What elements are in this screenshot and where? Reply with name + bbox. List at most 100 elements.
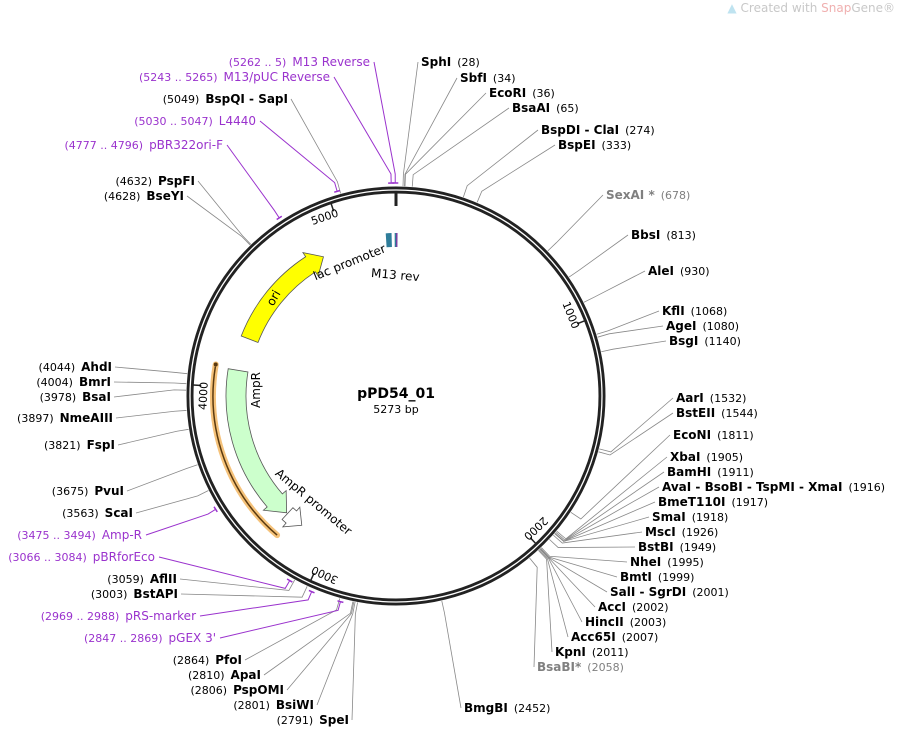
enzyme-site-label[interactable]: XbaI(1905)	[670, 450, 743, 464]
primer-binding-mark	[334, 190, 340, 192]
enzyme-site-label[interactable]: SbfI(34)	[460, 71, 516, 85]
enzyme-site-label[interactable]: MscI(1926)	[645, 525, 718, 539]
enzyme-position: (2806)	[190, 684, 227, 697]
ori-feature[interactable]	[241, 253, 323, 343]
enzyme-site-label[interactable]: (3821)FspI	[44, 438, 115, 452]
leader-line	[181, 586, 307, 597]
enzyme-site-label[interactable]: (4628)BseYI	[104, 189, 184, 203]
enzyme-site-label[interactable]: EcoRI(36)	[489, 86, 555, 100]
enzyme-position: (2002)	[632, 601, 669, 614]
enzyme-site-label[interactable]: AgeI(1080)	[666, 319, 739, 333]
enzyme-site-label[interactable]: AarI(1532)	[676, 391, 746, 405]
primer-leader-line	[220, 602, 340, 638]
enzyme-name: BstAPI	[133, 587, 178, 601]
enzyme-site-label[interactable]: NheI(1995)	[630, 555, 704, 569]
enzyme-site-label[interactable]: SexAI *(678)	[606, 188, 690, 202]
primer-label[interactable]: (5262 .. 5)M13 Reverse	[229, 55, 370, 69]
leader-line	[118, 429, 189, 445]
m13-rev-label: M13 rev	[371, 266, 421, 284]
plasmid-name: pPD54_01	[357, 386, 435, 402]
enzyme-site-label[interactable]: AvaI - BsoBI - TspMI - XmaI(1916)	[662, 480, 885, 494]
enzyme-site-label[interactable]: (3563)ScaI	[62, 506, 133, 520]
enzyme-site-label[interactable]: (3059)AflII	[107, 572, 177, 586]
primer-label[interactable]: (2969 .. 2988)pRS-marker	[41, 609, 196, 623]
primer-label[interactable]: (2847 .. 2869)pGEX 3'	[84, 631, 216, 645]
enzyme-position: (3003)	[91, 588, 128, 601]
enzyme-site-label[interactable]: HincII(2003)	[585, 615, 666, 629]
enzyme-site-label[interactable]: KpnI(2011)	[555, 645, 628, 659]
enzyme-site-label[interactable]: BspEI (333)	[558, 138, 631, 152]
enzyme-site-label[interactable]: (3675)PvuI	[52, 484, 124, 498]
enzyme-site-label[interactable]: BsgI(1140)	[669, 334, 741, 348]
enzyme-site-label[interactable]: AccI(2002)	[598, 600, 669, 614]
primer-name: M13 Reverse	[292, 55, 370, 69]
enzyme-site-label[interactable]: BspDI - ClaI(274)	[541, 123, 655, 137]
enzyme-site-label[interactable]: (2864)PfoI	[173, 653, 242, 667]
enzyme-site-label[interactable]: BmgBI(2452)	[464, 701, 550, 715]
primer-label[interactable]: (3475 .. 3494)Amp-R	[17, 528, 142, 542]
primer-label[interactable]: (3066 .. 3084) pBRforEco	[8, 550, 155, 564]
plasmid-size: 5273 bp	[373, 403, 418, 416]
primer-label[interactable]: (5030 .. 5047)L4440	[134, 114, 256, 128]
enzyme-site-label[interactable]: (2791)SpeI	[277, 713, 349, 727]
enzyme-position: (3978)	[40, 391, 77, 404]
enzyme-site-label[interactable]: KflI (1068)	[662, 304, 727, 318]
primer-label[interactable]: (4777 .. 4796)pBR322ori-F	[65, 138, 224, 152]
enzyme-name: BstBI	[638, 540, 674, 554]
leader-line	[352, 602, 358, 720]
leader-line	[553, 532, 642, 543]
enzyme-site-label[interactable]: BsaAI(65)	[512, 101, 579, 115]
enzyme-position: (2801)	[233, 699, 270, 712]
enzyme-site-label[interactable]: BstBI(1949)	[638, 540, 716, 554]
enzyme-site-label[interactable]: (2810)ApaI	[188, 668, 261, 682]
enzyme-site-label[interactable]: (4632)PspFI	[115, 174, 195, 188]
enzyme-site-label[interactable]: (3003) BstAPI	[91, 587, 178, 601]
enzyme-site-label[interactable]: SphI(28)	[421, 55, 480, 69]
leader-line	[115, 367, 187, 374]
enzyme-name: KflI	[662, 304, 685, 318]
enzyme-site-label[interactable]: (3897)NmeAIII	[17, 411, 113, 425]
enzyme-site-label[interactable]: (5049)BspQI - SapI	[163, 92, 288, 106]
primer-binding-mark	[287, 579, 292, 582]
enzyme-site-label[interactable]: BmtI(1999)	[620, 570, 694, 584]
enzyme-name: BspEI	[558, 138, 596, 152]
primer-name: L4440	[219, 114, 256, 128]
enzyme-site-label[interactable]: BbsI(813)	[631, 228, 696, 242]
enzyme-site-label[interactable]: BamHI(1911)	[667, 465, 754, 479]
enzyme-name: BsaAI	[512, 101, 550, 115]
enzyme-position: (1999)	[658, 571, 695, 584]
enzyme-site-label[interactable]: (2801) BsiWI	[233, 698, 314, 712]
enzyme-site-label[interactable]: BmeT110I(1917)	[658, 495, 768, 509]
primer-leader-line	[146, 509, 216, 535]
enzyme-name: BsiWI	[276, 698, 314, 712]
enzyme-site-label[interactable]: SmaI(1918)	[652, 510, 728, 524]
leader-line	[412, 108, 509, 187]
enzyme-site-label[interactable]: BsaBI*(2058)	[537, 660, 624, 674]
enzyme-position: (1911)	[717, 466, 754, 479]
leader-line	[477, 145, 555, 202]
primer-leader-line	[374, 62, 395, 183]
enzyme-site-label[interactable]: (2806)PspOMI	[190, 683, 284, 697]
enzyme-position: (678)	[661, 189, 691, 202]
enzyme-site-label[interactable]: (4044)AhdI	[39, 360, 112, 374]
enzyme-position: (333)	[602, 139, 632, 152]
leader-line	[442, 601, 461, 708]
enzyme-name: BsaBI*	[537, 660, 582, 674]
enzyme-position: (1068)	[691, 305, 728, 318]
enzyme-site-label[interactable]: SalI - SgrDI(2001)	[610, 585, 729, 599]
enzyme-site-label[interactable]: Acc65I(2007)	[571, 630, 658, 644]
enzyme-site-label[interactable]: (3978)BsaI	[40, 390, 111, 404]
primer-label[interactable]: (5243 .. 5265)M13/pUC Reverse	[139, 70, 330, 84]
enzyme-site-label[interactable]: (4004)BmrI	[36, 375, 111, 389]
enzyme-site-label[interactable]: AleI(930)	[648, 264, 710, 278]
primer-range: (3066 .. 3084)	[8, 551, 87, 564]
primer-name: Amp-R	[102, 528, 142, 542]
enzyme-site-label[interactable]: BstEII(1544)	[676, 406, 758, 420]
snapgene-logo-icon: ▲	[727, 1, 736, 15]
enzyme-name: SphI	[421, 55, 451, 69]
primer-name: pBRforEco	[93, 550, 155, 564]
enzyme-position: (1811)	[717, 429, 754, 442]
enzyme-site-label[interactable]: EcoNI(1811)	[673, 428, 754, 442]
enzyme-position: (1926)	[682, 526, 719, 539]
